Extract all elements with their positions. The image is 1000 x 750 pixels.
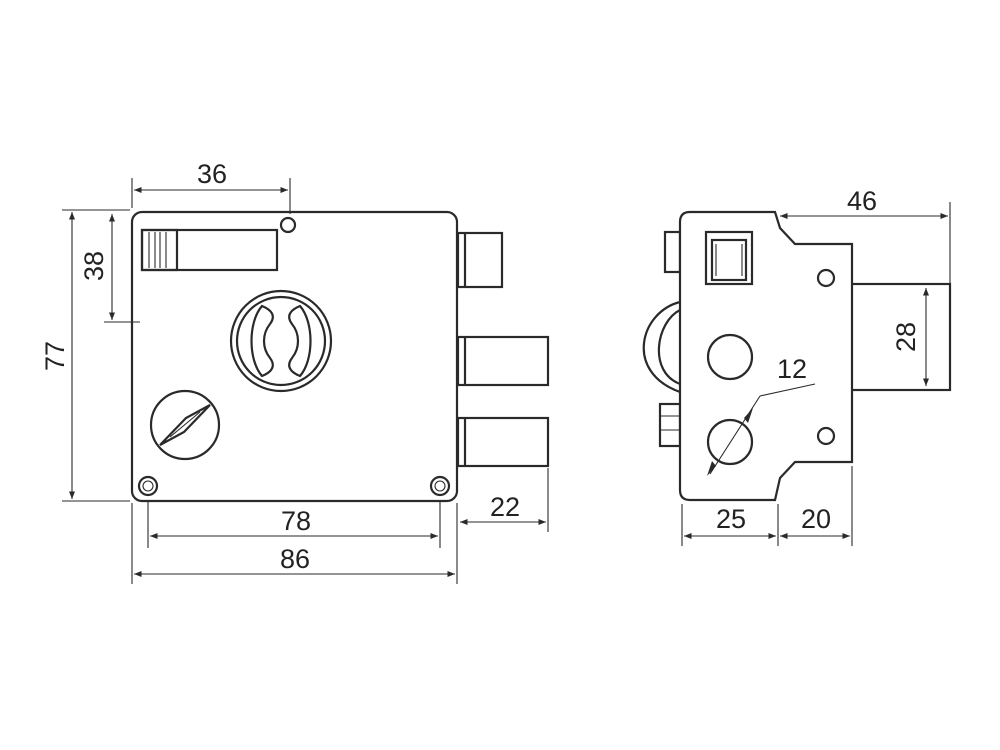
dim-keyhole-dia: 12 — [777, 354, 807, 384]
side-view — [642, 210, 952, 502]
side-latch-window — [704, 230, 754, 286]
screw-hole-bottom-right — [429, 475, 451, 497]
front-view-dimensions: 36 77 38 78 86 22 — [40, 159, 549, 584]
dim-right-depth: 20 — [801, 504, 831, 534]
dim-top-width: 36 — [197, 159, 227, 189]
side-view-dimensions: 46 28 12 25 20 — [681, 186, 951, 546]
cylinder-inner — [235, 295, 327, 387]
dim-height-upper: 38 — [79, 251, 109, 281]
side-screw-top — [816, 268, 836, 288]
dim-bolt-height: 28 — [891, 322, 921, 352]
key-slot-left — [250, 304, 274, 378]
thumb-turn-indicator — [159, 404, 211, 446]
screw-hole-top-right — [279, 216, 297, 234]
latch-tongue — [140, 228, 179, 272]
deadbolt-lower — [456, 416, 550, 468]
thumb-turn-knob — [149, 389, 221, 461]
dim-bolt-projection: 22 — [490, 492, 520, 522]
deadbolt-upper — [456, 335, 550, 387]
key-slot-right — [288, 304, 312, 378]
side-screw-bottom — [816, 426, 836, 446]
dim-height-total: 77 — [40, 341, 70, 371]
dim-body-width: 86 — [280, 544, 310, 574]
front-view — [130, 210, 550, 503]
lock-body-front — [130, 210, 459, 503]
screw-hole-bottom-left — [137, 475, 159, 497]
side-tab-top — [663, 230, 682, 274]
dim-screw-spacing: 78 — [281, 506, 311, 536]
cylinder-outer — [229, 289, 333, 393]
side-hole-upper — [706, 333, 754, 381]
side-tab-bottom — [658, 402, 682, 448]
dim-left-depth: 25 — [716, 504, 746, 534]
dim-depth-total: 46 — [847, 186, 877, 216]
side-knob — [642, 300, 681, 394]
side-keyhole — [706, 418, 754, 466]
